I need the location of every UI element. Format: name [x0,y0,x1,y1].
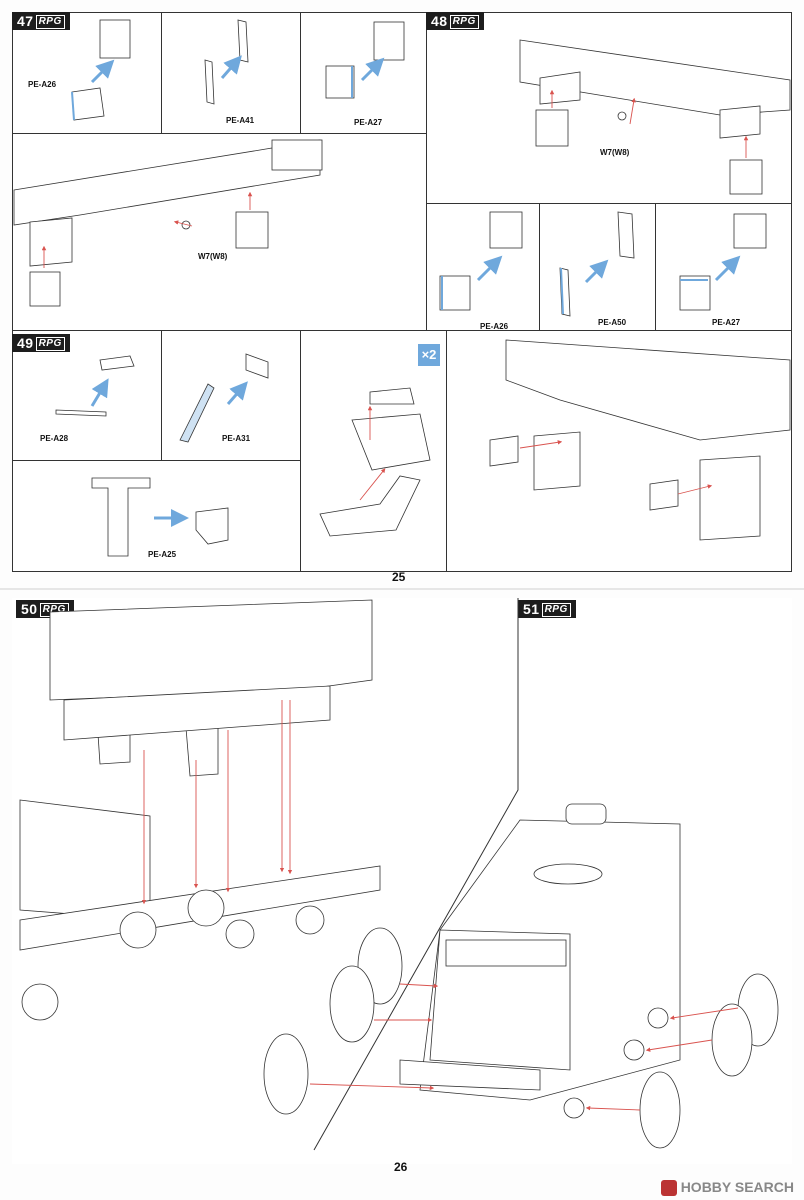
wheel-rl-51 [263,1033,309,1115]
wheel-ml-51 [329,965,375,1043]
blue-arrow-47c [360,57,385,82]
label-pe-a26-s48: PE-A26 [480,322,509,331]
label-pe-a28: PE-A28 [40,434,69,443]
pe-a28-bent [99,355,135,371]
bin-upper-49 [351,413,431,471]
label-w7-s47: W7(W8) [198,252,228,261]
mudflap-right-49 [699,455,761,541]
watermark: HOBBY SEARCH [660,1179,794,1196]
pe-a27-detached [373,21,405,61]
pe-a26-part-detached [99,19,131,59]
quantity-badge: ×2 [418,344,440,366]
bumper-51 [399,1059,541,1091]
washer-w7-48 [617,111,627,121]
wheel-rr-51 [639,1071,681,1149]
pe-a26-part [71,87,105,121]
bottom-page-line-art [19,598,779,1151]
bin-lower-49 [319,475,421,537]
hub-r1-51 [647,1007,669,1029]
washer-w7-47 [181,220,191,230]
pe-a31-bent [245,353,269,379]
blue-arrow-47b [220,55,242,79]
pe-a26-part-48 [439,275,471,311]
pe-a27-detached-48 [733,213,767,249]
hobby-search-logo-icon [660,1180,677,1196]
blue-arrow-48c [714,255,741,282]
windshield-51 [445,939,567,967]
blue-arrow-48b [584,259,609,284]
hull-rear-49 [505,339,791,441]
label-w7-s48: W7(W8) [600,148,630,157]
hull-upper-50 [49,599,373,701]
hub-r3-51 [563,1097,585,1119]
wheel-hub-50a [119,911,157,949]
hull-underside-50 [63,685,331,741]
roof-hatch-51 [533,863,603,885]
label-pe-a41: PE-A41 [226,116,255,125]
blue-arrow-48a [476,255,503,282]
mudflap-part-47b [235,211,269,249]
mudflap-left-49 [533,431,581,491]
label-pe-a31: PE-A31 [222,434,251,443]
top-page-line-art [13,19,791,557]
pe-a50-detached [617,211,635,259]
pe-a25-flat [91,477,151,557]
pe-a41-part [204,59,215,105]
mudflap-part-47a [29,271,61,307]
bin-left-49 [489,435,519,467]
pe-a27-part-48 [679,275,711,311]
pe-a26-detached-48 [489,211,523,249]
label-pe-a27-s48: PE-A27 [712,318,741,327]
roof-tank-51 [565,803,607,825]
blue-arrow-49a [90,378,109,407]
pe-a25-folded [195,507,229,545]
cab-rear-50 [19,799,151,921]
bracket-top-49 [369,387,415,405]
label-pe-a25: PE-A25 [148,550,177,559]
label-pe-a50: PE-A50 [598,318,627,327]
hull-side-47 [13,139,321,226]
pe-a41-detached [237,19,249,63]
pe-a28-flat [55,409,107,417]
mudflap-left-47 [29,217,73,267]
hub-r2-51 [623,1039,645,1061]
pe-a27-part [325,65,355,99]
step-48-panel-c [655,203,792,331]
mudflap-part-48b [729,159,763,195]
grille-47 [271,139,323,171]
step-divider [313,598,519,1151]
blue-arrow-47a [90,59,115,84]
pe-a31-part [179,383,215,443]
blue-arrow-49b [226,381,248,405]
label-pe-a26-s47: PE-A26 [28,80,57,89]
bin-right-49 [649,479,679,511]
mudflap-part-48a [535,109,569,147]
page-number-26: 26 [394,1160,408,1174]
wheel-hub-50b [187,889,225,927]
wheel-mr-51 [711,1003,753,1077]
page-number-25: 25 [392,570,406,584]
label-pe-a27-s47: PE-A27 [354,118,383,127]
